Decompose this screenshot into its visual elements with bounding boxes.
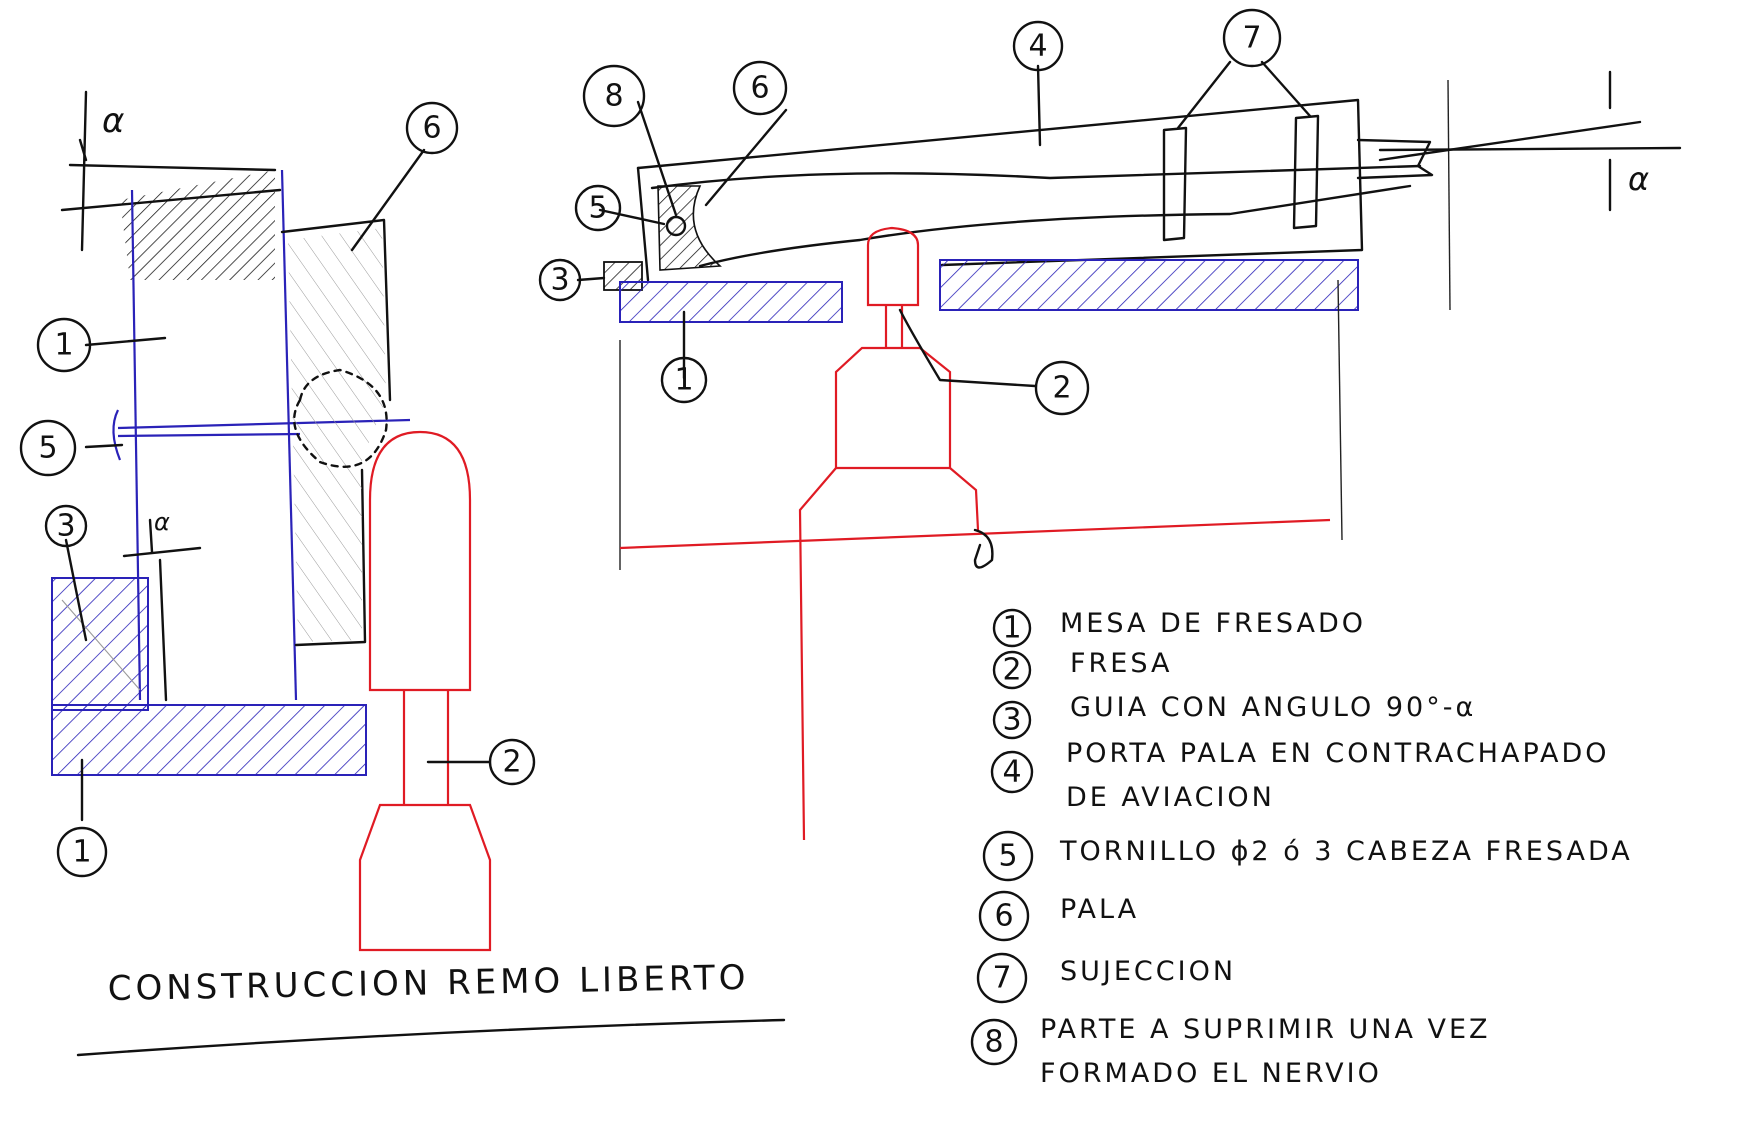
legend: 1 MESA DE FRESADO 2 FRESA 3 GUIA CON ANG… (970, 608, 1633, 1089)
callout-1-right: 1 (660, 356, 708, 404)
callout-1-left-top: 1 (36, 317, 92, 373)
title-block: CONSTRUCCION REMO LIBERTO (76, 958, 786, 1057)
svg-text:4: 4 (1002, 755, 1021, 790)
svg-text:1: 1 (1002, 611, 1021, 646)
callout-6-left: 6 (405, 101, 459, 155)
callout-7-right: 7 (1222, 8, 1282, 68)
right-view: α (576, 60, 1682, 841)
callout-2-left: 2 (488, 738, 536, 786)
alpha-label-guide: α (154, 508, 170, 536)
callout-5-left: 5 (19, 419, 77, 477)
svg-text:8: 8 (984, 1025, 1003, 1060)
svg-text:6: 6 (750, 71, 769, 106)
svg-text:5: 5 (38, 431, 57, 466)
legend-text-8a: PARTE A SUPRIMIR UNA VEZ (1040, 1014, 1491, 1045)
legend-text-5: TORNILLO ϕ2 ó 3 CABEZA FRESADA (1059, 836, 1633, 867)
svg-text:6: 6 (422, 111, 441, 146)
callout-6-right: 6 (732, 60, 788, 116)
svg-text:2: 2 (502, 745, 521, 780)
callout-1-left-bottom: 1 (56, 826, 108, 878)
svg-text:2: 2 (1002, 653, 1021, 688)
svg-text:3: 3 (550, 263, 569, 298)
legend-text-4b: DE AVIACION (1066, 782, 1275, 813)
svg-text:3: 3 (1002, 703, 1021, 738)
legend-text-7: SUJECCION (1060, 956, 1236, 987)
callout-8-right: 8 (582, 64, 646, 128)
legend-text-1: MESA DE FRESADO (1060, 608, 1366, 639)
svg-text:4: 4 (1028, 29, 1047, 64)
legend-item-5: 5 TORNILLO ϕ2 ó 3 CABEZA FRESADA (982, 830, 1633, 882)
callout-3-left: 3 (44, 504, 88, 548)
svg-text:5: 5 (588, 191, 607, 226)
legend-item-4: 4 PORTA PALA EN CONTRACHAPADO DE AVIACIO… (990, 738, 1610, 813)
legend-text-8b: FORMADO EL NERVIO (1040, 1058, 1382, 1089)
svg-text:1: 1 (72, 835, 91, 870)
svg-text:3: 3 (56, 509, 75, 544)
blade-top-hatch (120, 170, 275, 280)
svg-text:7: 7 (992, 961, 1011, 996)
legend-text-3: GUIA CON ANGULO 90°-α (1070, 692, 1476, 723)
alpha-label: α (102, 101, 124, 141)
svg-text:7: 7 (1242, 21, 1261, 56)
legend-item-1: 1 MESA DE FRESADO (992, 608, 1366, 648)
callouts: 6 1 5 3 1 2 4 7 6 8 5 3 1 2 (19, 8, 1282, 878)
legend-text-4a: PORTA PALA EN CONTRACHAPADO (1066, 738, 1610, 769)
paddle-board-hatch (288, 228, 386, 642)
svg-text:1: 1 (674, 363, 693, 398)
legend-item-6: 6 PALA (978, 890, 1139, 942)
svg-text:6: 6 (994, 899, 1013, 934)
svg-text:8: 8 (604, 79, 623, 114)
callout-5-right: 5 (574, 184, 622, 232)
legend-text-2: FRESA (1070, 648, 1172, 679)
left-view: α α (51, 90, 492, 952)
alpha-label-right: α (1628, 160, 1649, 198)
page-title: CONSTRUCCION REMO LIBERTO (107, 958, 749, 1009)
svg-text:1: 1 (54, 328, 73, 363)
legend-item-3: 3 GUIA CON ANGULO 90°-α (992, 692, 1476, 740)
legend-item-7: 7 SUJECCION (976, 952, 1236, 1004)
legend-item-8: 8 PARTE A SUPRIMIR UNA VEZ FORMADO EL NE… (970, 1014, 1491, 1089)
legend-item-2: 2 FRESA (992, 648, 1172, 690)
callout-4-right: 4 (1012, 20, 1064, 72)
callout-3-right: 3 (538, 258, 582, 302)
legend-text-6: PALA (1060, 894, 1139, 925)
svg-text:2: 2 (1052, 371, 1071, 406)
callout-2-right: 2 (1034, 360, 1090, 416)
svg-text:5: 5 (998, 839, 1017, 874)
